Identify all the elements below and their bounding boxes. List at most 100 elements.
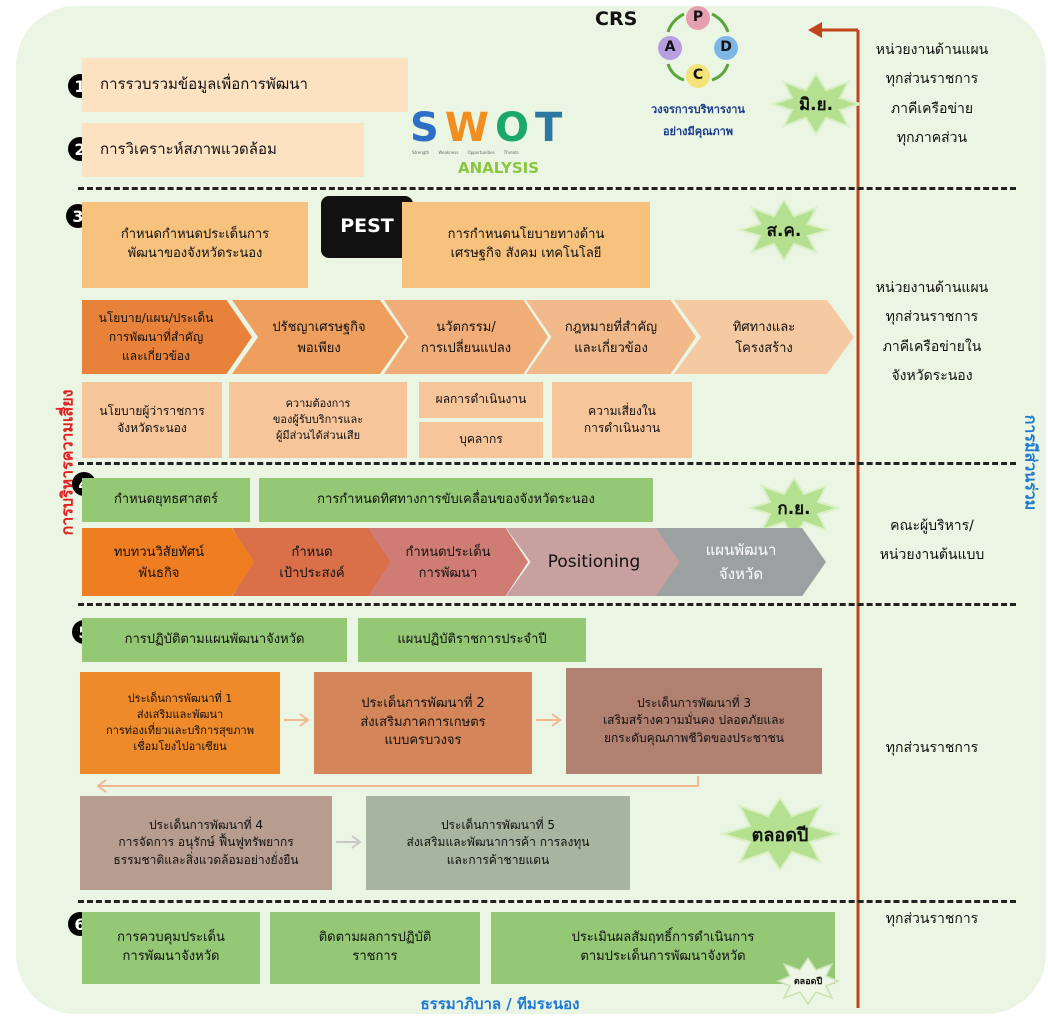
- step-6-control-line-1: การควบคุมประเด็น: [117, 930, 225, 946]
- step-3-chevron-2-line-2: พอเพียง: [297, 341, 341, 356]
- step-4-chevron-3: กำหนดประเด็น การพัฒนา: [368, 528, 528, 596]
- step-4-chevron-1: ทบทวนวิสัยทัศน์ พันธกิจ: [82, 528, 256, 596]
- right-label-2-line-3: ภาคีเครือข่ายใน: [882, 338, 982, 355]
- step-4-direction-label: การกำหนดทิศทางการขับเคลื่อนของจังหวัดระน…: [317, 491, 595, 507]
- swot-letter-w: W: [444, 105, 489, 151]
- step-3-chevron-5: ทิศทางและ โครงสร้าง: [674, 300, 854, 374]
- issue-5-line-1: ประเด็นการพัฒนาที่ 5: [440, 817, 556, 832]
- connector-line: [96, 776, 699, 793]
- step-3-chevron-1: นโยบาย/แผน/ประเด็น การพัฒนาที่สำคัญ และเ…: [82, 300, 252, 374]
- step-1-label: การรวบรวมข้อมูลเพื่อการพัฒนา: [100, 75, 308, 94]
- right-label-3-line-1: คณะผู้บริหาร/: [890, 518, 974, 534]
- risk-management-vertical-label: การบริหารความเสี่ยง: [57, 389, 77, 536]
- issue-4-line-3: ธรรมชาติและสิ่งแวดล้อมอย่างยั่งยืน: [113, 852, 299, 867]
- step-3-performance-label: ผลการดำเนินงาน: [435, 392, 527, 407]
- pdca-caption-1: วงจรการบริหารงาน: [651, 103, 745, 116]
- right-label-3-line-2: หน่วยงานต้นแบบ: [879, 547, 985, 564]
- step-3-define-line-1: กำหนดกำหนดประเด็นการ: [120, 227, 270, 243]
- step-3-define-line-2: พัฒนาของจังหวัดระนอง: [127, 246, 263, 261]
- step-3-needs-line-1: ความต้องการ: [285, 397, 351, 411]
- step-4-strategy-label: กำหนดยุทธศาสตร์: [113, 491, 219, 507]
- step-3-personnel-box: บุคลากร: [419, 422, 543, 458]
- issue-1-line-4: เชื่อมโยงไปอาเซียน: [133, 739, 227, 753]
- step-5-annual-box: แผนปฏิบัติราชการประจำปี: [358, 618, 586, 662]
- step-4-chevron-2-line-2: เป้าประสงค์: [279, 566, 345, 581]
- step-3-governor-line-1: นโยบายผู้ว่าราชการ: [99, 403, 205, 418]
- step-4-chevron-1-line-1: ทบทวนวิสัยทัศน์: [113, 545, 205, 560]
- step-3-performance-box: ผลการดำเนินงาน: [419, 382, 543, 418]
- pdca-letter-d: D: [720, 39, 732, 55]
- timing-sep-label: ก.ย.: [777, 498, 811, 519]
- process-flow-arrow: [808, 22, 860, 1008]
- right-label-group-4: ทุกส่วนราชการ: [885, 740, 979, 756]
- swot-letter-s: S: [410, 105, 439, 151]
- step-6-evaluate-line-1: ประเมินผลสัมฤทธิ์การดำเนินการ: [571, 930, 755, 946]
- step-3-chevron-5-line-1: ทิศทางและ: [732, 320, 796, 335]
- issue-4-line-2: การจัดการ อนุรักษ์ ฟื้นฟูทรัพยากร: [118, 835, 294, 850]
- step-5-implement-label: การปฏิบัติตามแผนพัฒนาจังหวัด: [124, 631, 305, 647]
- step-3-define-box: กำหนดกำหนดประเด็นการ พัฒนาของจังหวัดระนอ…: [82, 202, 308, 288]
- pdca-letter-c: C: [692, 67, 704, 83]
- right-label-1-line-4: ทุกภาคส่วน: [896, 130, 968, 147]
- issue-5-line-2: ส่งเสริมและพัฒนาการค้า การลงทุน: [406, 835, 590, 850]
- step-6-monitor-line-1: ติดตามผลการปฏิบัติ: [318, 930, 432, 946]
- swot-letter-o: O: [494, 105, 529, 151]
- swot-analysis-label: ANALYSIS: [458, 159, 540, 177]
- development-issue-2: ประเด็นการพัฒนาที่ 2 ส่งเสริมภาคการเกษตร…: [314, 672, 532, 774]
- pdca-letter-p: P: [692, 9, 704, 25]
- step-6-monitor-box: ติดตามผลการปฏิบัติ ราชการ: [270, 912, 480, 984]
- step-3-chevron-5-line-2: โครงสร้าง: [735, 341, 793, 356]
- arrow-icon: [536, 713, 562, 727]
- step-3-policy-line-1: การกำหนดนโยบายทางด้าน: [447, 227, 605, 243]
- step-3-governor-box: นโยบายผู้ว่าราชการ จังหวัดระนอง: [82, 382, 222, 458]
- issue-2-line-2: ส่งเสริมภาคการเกษตร: [360, 714, 486, 730]
- step-3-chevron-4-line-2: และเกี่ยวข้อง: [574, 341, 648, 356]
- step-4-chevron-5-line-2: จังหวัด: [718, 565, 764, 583]
- separator-1: [78, 187, 1016, 190]
- development-issue-4: ประเด็นการพัฒนาที่ 4 การจัดการ อนุรักษ์ …: [80, 796, 332, 890]
- step-4-direction-box: การกำหนดทิศทางการขับเคลื่อนของจังหวัดระน…: [259, 478, 653, 522]
- step-3-risk-line-2: การดำเนินงาน: [583, 421, 661, 435]
- step-3-personnel-label: บุคลากร: [459, 432, 503, 447]
- step-4-chevron-2: กำหนด เป้าประสงค์: [232, 528, 392, 596]
- swot-sub-t: Threats: [503, 150, 519, 155]
- timing-aug-label: ส.ค.: [766, 220, 802, 241]
- timing-jun-label: มิ.ย.: [798, 94, 834, 115]
- step-5-annual-label: แผนปฏิบัติราชการประจำปี: [397, 631, 547, 647]
- step-3-policy-box: การกำหนดนโยบายทางด้าน เศรษฐกิจ สังคม เทค…: [402, 202, 650, 288]
- arrow-icon: [284, 713, 310, 727]
- step-6-evaluate-box: ประเมินผลสัมฤทธิ์การดำเนินการ ตามประเด็น…: [491, 912, 835, 984]
- right-label-1-line-3: ภาคีเครือข่าย: [890, 100, 974, 117]
- pdca-cycle-icon: [658, 6, 738, 88]
- right-label-1-line-2: ทุกส่วนราชการ: [885, 71, 979, 88]
- issue-3-line-1: ประเด็นการพัฒนาที่ 3: [636, 695, 752, 710]
- step-4-chevron-5: แผนพัฒนา จังหวัด: [656, 528, 826, 596]
- issue-2-line-3: แบบครบวงจร: [384, 733, 462, 749]
- issue-1-line-1: ประเด็นการพัฒนาที่ 1: [127, 692, 233, 706]
- separator-2: [78, 462, 1016, 465]
- step-3-needs-line-3: ผู้มีส่วนได้ส่วนเสีย: [275, 428, 361, 442]
- step-6-control-line-2: การพัฒนาจังหวัด: [122, 949, 220, 964]
- step-4-chevron-1-line-2: พันธกิจ: [138, 566, 180, 581]
- step-2-label: การวิเคราะห์สภาพแวดล้อม: [100, 140, 277, 159]
- right-label-group-2: หน่วยงานด้านแผน ทุกส่วนราชการ ภาคีเครือข…: [862, 274, 1002, 392]
- issue-5-line-3: และการค้าชายแดน: [446, 852, 550, 867]
- development-issue-3: ประเด็นการพัฒนาที่ 3 เสริมสร้างความมั่นค…: [566, 668, 822, 774]
- separator-3: [78, 603, 1016, 606]
- step-3-risk-line-1: ความเสี่ยงใน: [588, 403, 656, 418]
- issue-3-line-2: เสริมสร้างความมั่นคง ปลอดภัยและ: [603, 713, 785, 728]
- timing-jun-burst: มิ.ย.: [770, 72, 862, 136]
- development-issue-5: ประเด็นการพัฒนาที่ 5 ส่งเสริมและพัฒนาการ…: [366, 796, 630, 890]
- right-label-2-line-1: หน่วยงานด้านแผน: [875, 280, 989, 296]
- step-6-evaluate-line-2: ตามประเด็นการพัฒนาจังหวัด: [580, 949, 746, 964]
- step-4-chevron-3-line-2: การพัฒนา: [418, 566, 478, 581]
- issue-4-line-1: ประเด็นการพัฒนาที่ 4: [148, 817, 264, 832]
- timing-aug-burst: ส.ค.: [738, 198, 830, 262]
- step-3-chevron-4-line-1: กฎหมายที่สำคัญ: [564, 320, 658, 335]
- step-3-chevron-1-line-2: การพัฒนาที่สำคัญ: [108, 329, 204, 344]
- pdca-letter-a: A: [664, 39, 676, 55]
- pest-badge: PEST: [321, 196, 413, 258]
- step-3-chevron-2: ปรัชญาเศรษฐกิจ พอเพียง: [232, 300, 406, 374]
- swot-sub-o: Opportunities: [467, 150, 495, 155]
- swot-sub-w: Weakness: [438, 150, 459, 155]
